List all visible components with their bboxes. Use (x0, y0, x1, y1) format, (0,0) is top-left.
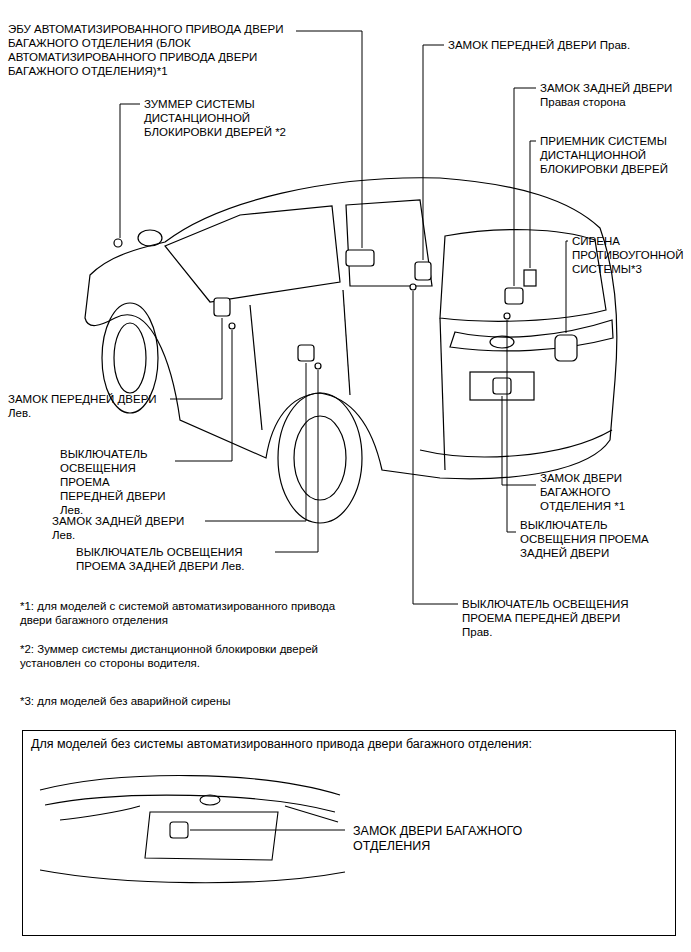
inset-box: Для моделей без системы автоматизированн… (22, 730, 676, 936)
drawing-line (493, 378, 511, 394)
drawing-line (505, 288, 523, 304)
drawing-line (175, 330, 232, 461)
drawing-line (294, 416, 346, 500)
inset-illustration (40, 776, 345, 883)
drawing-line (298, 345, 314, 361)
part-label: ЗАМОК ЗАДНЕЙ ДВЕРИ Лев. (52, 514, 202, 542)
drawing-line (214, 298, 230, 316)
drawing-line (138, 230, 162, 246)
drawing-line (415, 262, 431, 280)
drawing-line (524, 270, 536, 286)
drawing-line (413, 291, 458, 604)
drawing-line (170, 318, 222, 399)
drawing-line (60, 806, 140, 820)
part-label: ЗАМОК ДВЕРИ БАГАЖНОГО ОТДЕЛЕНИЯ (353, 824, 573, 854)
drawing-line (250, 305, 262, 430)
drawing-line (555, 335, 577, 361)
drawing-line (120, 104, 140, 238)
drawing-line (490, 336, 514, 348)
drawing-line (530, 141, 536, 268)
drawing-line (514, 88, 536, 286)
drawing-line (343, 290, 350, 395)
leader-lines (120, 31, 568, 604)
drawing-line (346, 200, 432, 286)
drawing-line (420, 430, 612, 457)
drawing-line (145, 812, 278, 860)
drawing-line (504, 313, 510, 319)
component-symbols (114, 239, 577, 394)
part-label: ВЫКЛЮЧАТЕЛЬ ОСВЕЩЕНИЯ ПРОЕМА ЗАДНЕЙ ДВЕР… (76, 545, 272, 573)
part-label: ЗАМОК ЗАДНЕЙ ДВЕРИ Правая сторона (540, 81, 688, 109)
drawing-line (165, 206, 340, 302)
part-label: СИРЕНА ПРОТИВОУГОННОЙ СИСТЕМЫ*3 (572, 234, 688, 276)
inset-heading: Для моделей без системы автоматизированн… (31, 737, 551, 752)
part-label: ЗУММЕР СИСТЕМЫ ДИСТАНЦИОННОЙ БЛОКИРОВКИ … (144, 97, 314, 139)
drawing-line (315, 363, 321, 369)
drawing-line (85, 178, 617, 479)
drawing-line (45, 795, 335, 812)
drawing-line (423, 45, 444, 260)
footnote: *2: Зуммер системы дистанционной блокиро… (20, 642, 380, 670)
drawing-line (200, 795, 220, 805)
car-body (85, 178, 617, 523)
part-label: ЗАМОК ПЕРЕДНЕЙ ДВЕРИ Лев. (8, 392, 168, 420)
drawing-line (470, 372, 534, 400)
drawing-line (114, 239, 122, 247)
part-label: ЭБУ АВТОМАТИЗИРОВАННОГО ПРИВОДА ДВЕРИ БА… (8, 22, 300, 78)
drawing-line (346, 250, 374, 266)
footnote: *1: для моделей с системой автоматизиров… (20, 599, 365, 627)
drawing-line (190, 829, 345, 830)
drawing-line (40, 776, 340, 795)
drawing-line (296, 31, 362, 248)
drawing-line (507, 320, 516, 532)
footnote: *3: для моделей без аварийной сирены (20, 694, 380, 708)
drawing-line (114, 323, 146, 393)
drawing-line (275, 370, 318, 552)
drawing-line (440, 318, 445, 470)
drawing-line (229, 323, 235, 329)
drawing-line (285, 806, 338, 822)
drawing-line (566, 241, 568, 333)
drawing-line (170, 822, 188, 838)
drawing-line (205, 363, 306, 521)
part-label: ЗАМОК ПЕРЕДНЕЙ ДВЕРИ Прав. (448, 38, 688, 52)
part-label: ВЫКЛЮЧАТЕЛЬ ОСВЕЩЕНИЯ ПРОЕМА ЗАДНЕЙ ДВЕР… (520, 518, 685, 560)
drawing-line (450, 320, 613, 351)
part-label: ВЫКЛЮЧАТЕЛЬ ОСВЕЩЕНИЯ ПРОЕМА ПЕРЕДНЕЙ ДВ… (60, 447, 172, 517)
drawing-line (40, 870, 345, 883)
part-label: ЗАМОК ДВЕРИ БАГАЖНОГО ОТДЕЛЕНИЯ *1 (540, 471, 668, 513)
part-label: ВЫКЛЮЧАТЕЛЬ ОСВЕЩЕНИЯ ПРОЕМА ПЕРЕДНЕЙ ДВ… (462, 597, 652, 639)
drawing-line (278, 393, 362, 523)
part-label: ПРИЕМНИК СИСТЕМЫ ДИСТАНЦИОННОЙ БЛОКИРОВК… (540, 134, 670, 176)
drawing-line (410, 284, 416, 290)
